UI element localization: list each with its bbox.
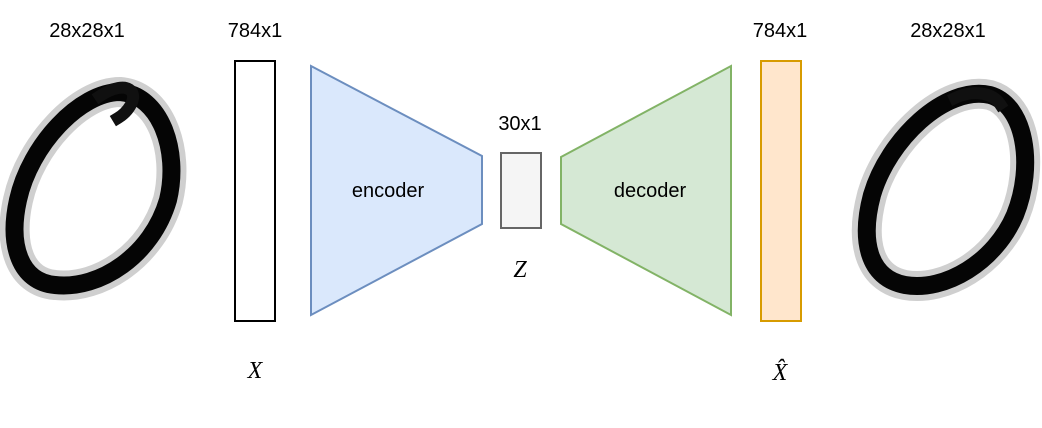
encoder-trapezoid <box>310 64 483 317</box>
latent-dims-label: 30x1 <box>498 113 541 135</box>
latent-vector-box <box>500 152 542 229</box>
output-vector-symbol: X̂ <box>772 359 789 386</box>
output-vector-box <box>760 60 802 322</box>
input-vector-symbol: X <box>247 358 264 384</box>
input-digit-image <box>0 77 187 301</box>
output-digit-image <box>851 78 1041 301</box>
decoder-label: decoder <box>614 180 687 202</box>
input-vector-dims-label: 784x1 <box>228 20 283 42</box>
encoder-label: encoder <box>352 180 425 202</box>
decoder-trapezoid <box>560 64 732 317</box>
latent-symbol: Z <box>513 257 527 283</box>
input-vector-box <box>234 60 276 322</box>
output-vector-dims-label: 784x1 <box>753 20 808 42</box>
input-image-dims-label: 28x28x1 <box>49 20 125 42</box>
output-image-dims-label: 28x28x1 <box>910 20 986 42</box>
